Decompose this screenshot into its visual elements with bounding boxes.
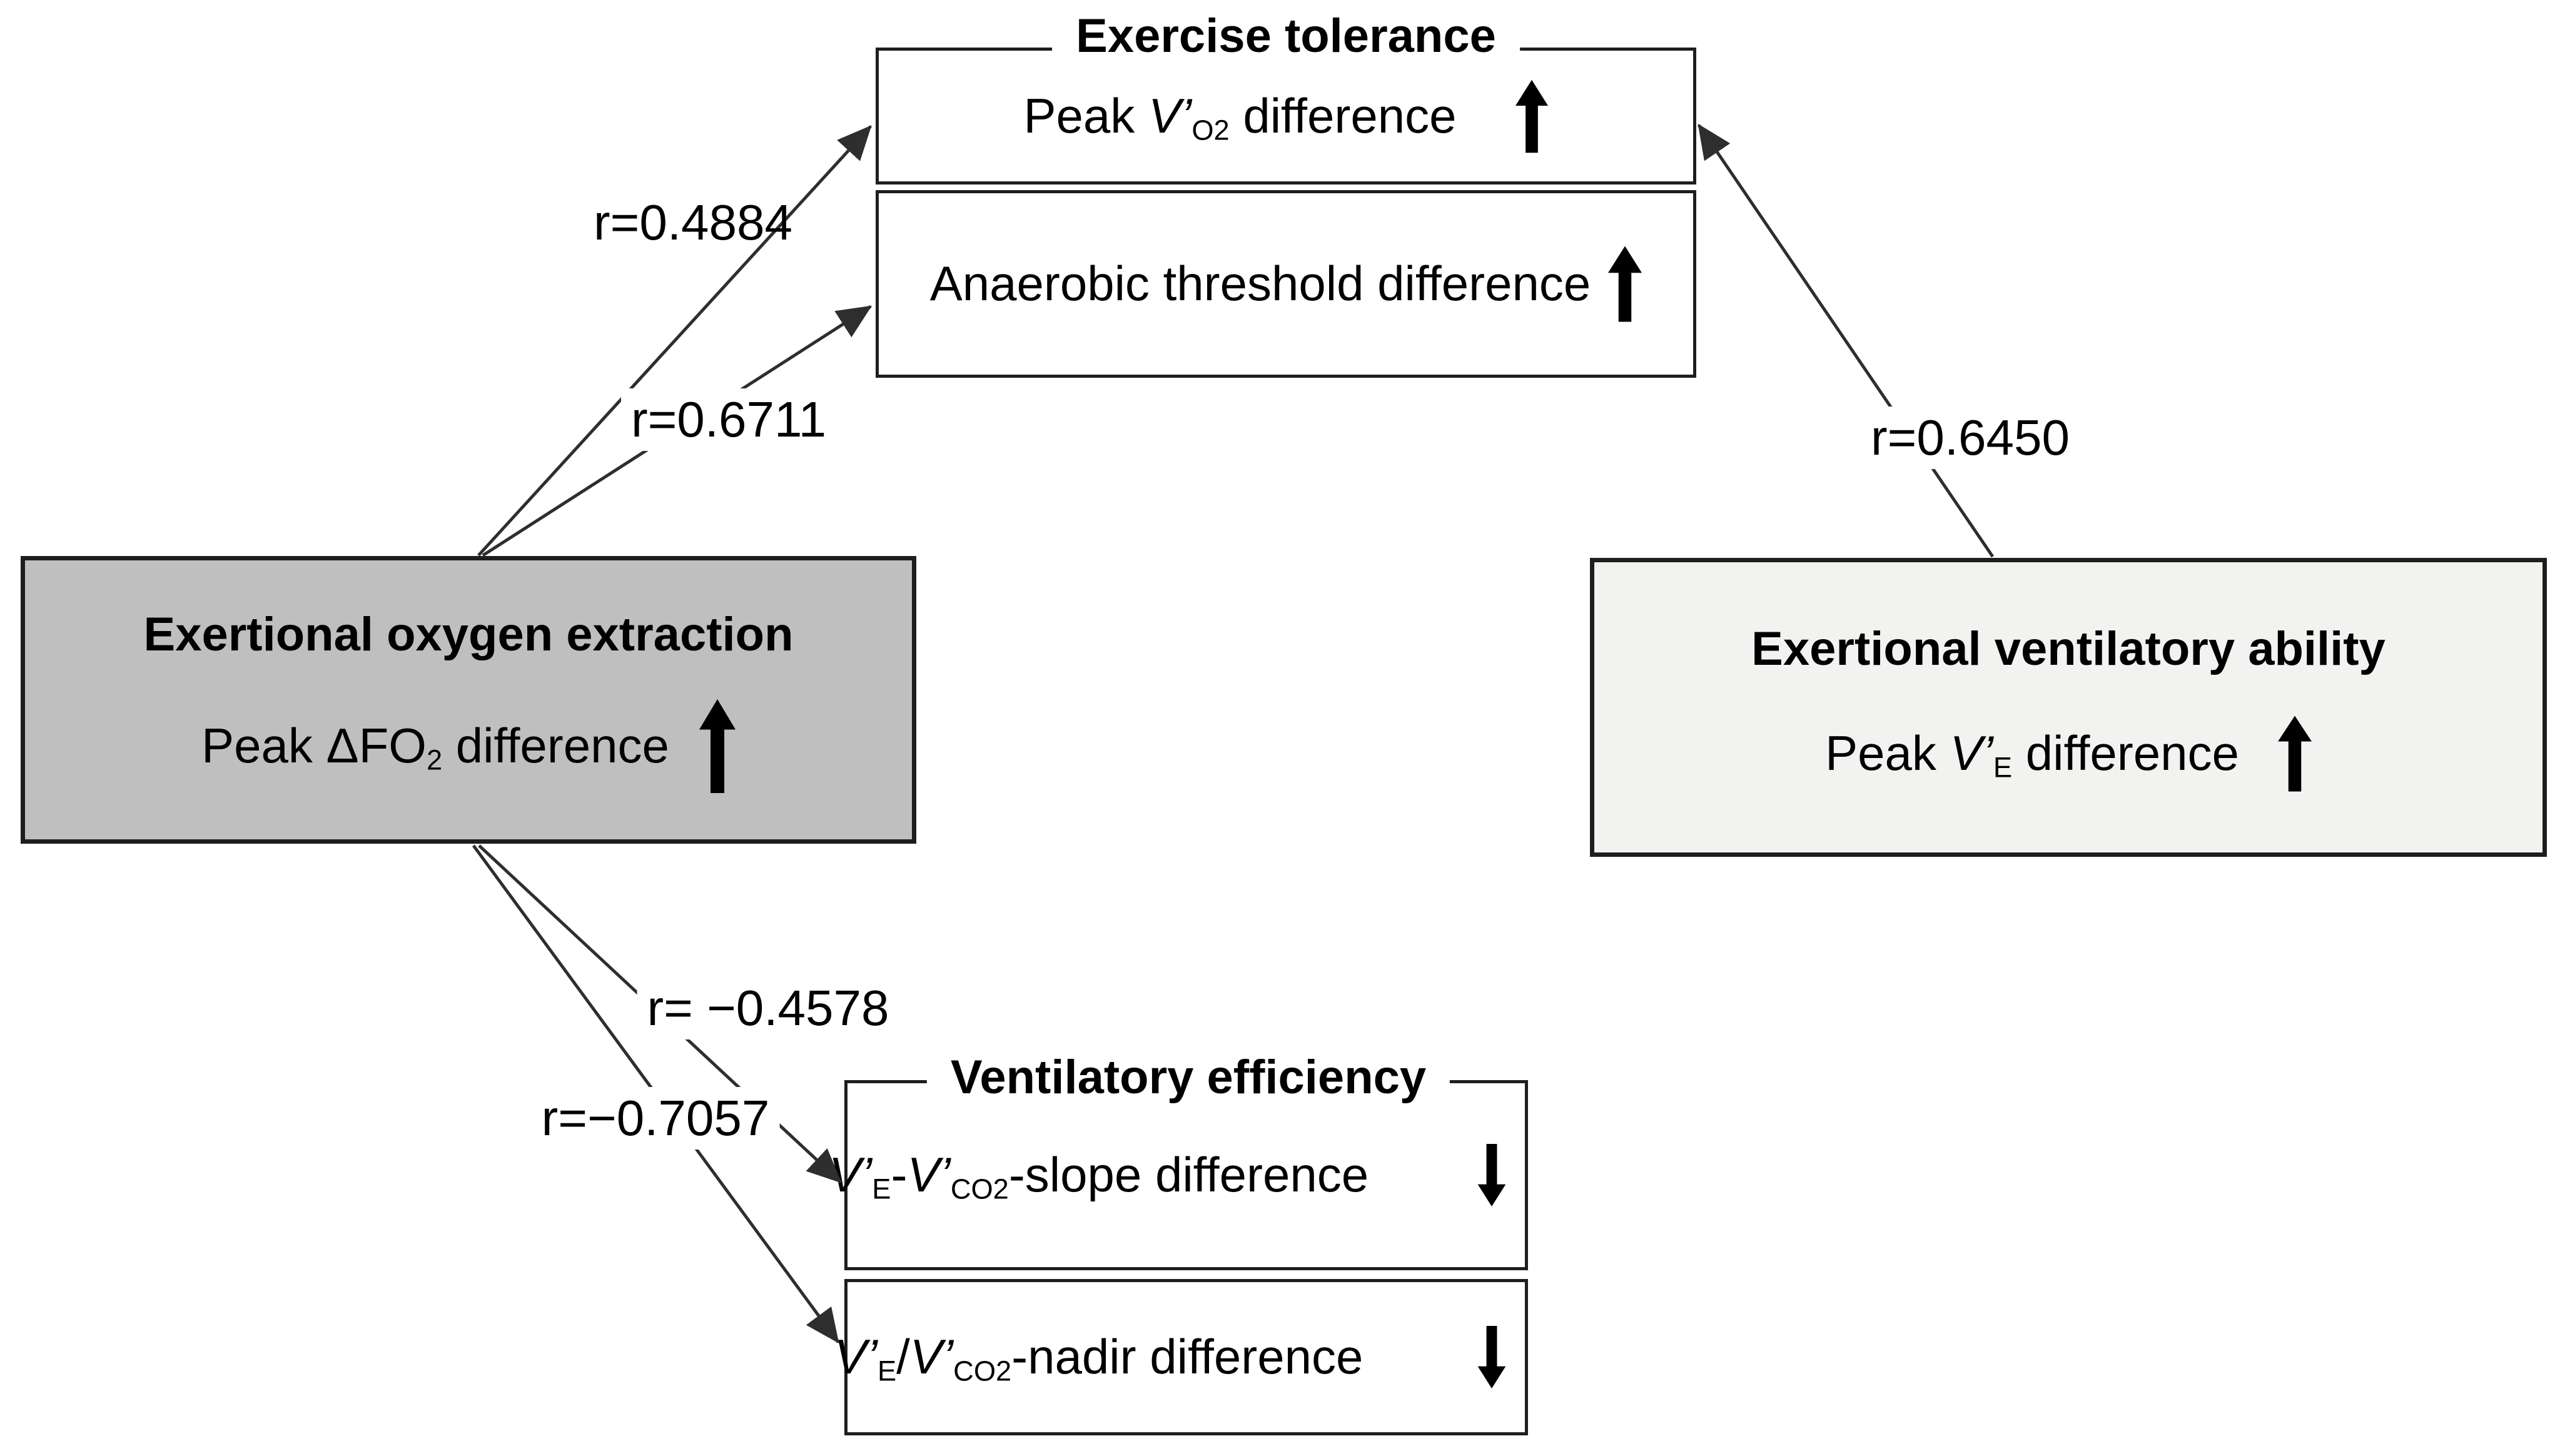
group-title-exercise-tolerance: Exercise tolerance xyxy=(1052,6,1520,66)
ve-vco2-nadir-text: V’E/V’CO2-nadir difference xyxy=(834,1329,1364,1387)
up-arrow-icon xyxy=(2277,714,2312,794)
peak-vo2-difference-text: Peak V’O2 difference xyxy=(1023,88,1457,146)
down-arrow-icon xyxy=(1476,1144,1507,1206)
box-anaerobic-threshold-difference: Anaerobic threshold difference xyxy=(876,190,1696,378)
anaerobic-threshold-text: Anaerobic threshold difference xyxy=(929,256,1591,311)
arrow-line-r3 xyxy=(1697,123,1995,558)
box-exertional-ventilatory-ability: Exertional ventilatory ability Peak V’E … xyxy=(1590,558,2547,857)
correlation-label-r1: r=0.4884 xyxy=(593,195,793,250)
oxygen-extraction-title: Exertional oxygen extraction xyxy=(143,607,794,661)
correlation-label-r4: r= −0.4578 xyxy=(637,977,899,1039)
arrow-line-r1 xyxy=(477,125,872,557)
up-arrow-icon xyxy=(699,699,736,793)
ventilatory-ability-title: Exertional ventilatory ability xyxy=(1751,622,2386,675)
down-arrow-icon xyxy=(1476,1326,1507,1388)
correlation-label-r2: r=0.6711 xyxy=(620,388,837,451)
box-peak-vo2-difference: Peak V’O2 difference xyxy=(876,48,1696,185)
peak-ve-difference-text: Peak V’E difference xyxy=(1825,725,2239,783)
correlation-label-r5: r=−0.7057 xyxy=(531,1087,780,1150)
group-title-ventilatory-efficiency: Ventilatory efficiency xyxy=(926,1048,1450,1107)
correlation-label-r3: r=0.6450 xyxy=(1860,407,2080,469)
up-arrow-icon xyxy=(1608,243,1642,325)
box-ve-vco2-slope-difference: V’E-V’CO2-slope difference xyxy=(829,1080,1528,1270)
box-ve-vco2-nadir-difference: V’E/V’CO2-nadir difference xyxy=(834,1279,1528,1435)
up-arrow-icon xyxy=(1515,79,1549,153)
ve-vco2-slope-text: V’E-V’CO2-slope difference xyxy=(828,1147,1369,1205)
peak-dfo2-difference-text: Peak ΔFO2 difference xyxy=(201,717,669,776)
box-exertional-oxygen-extraction: Exertional oxygen extraction Peak ΔFO2 d… xyxy=(21,556,916,844)
